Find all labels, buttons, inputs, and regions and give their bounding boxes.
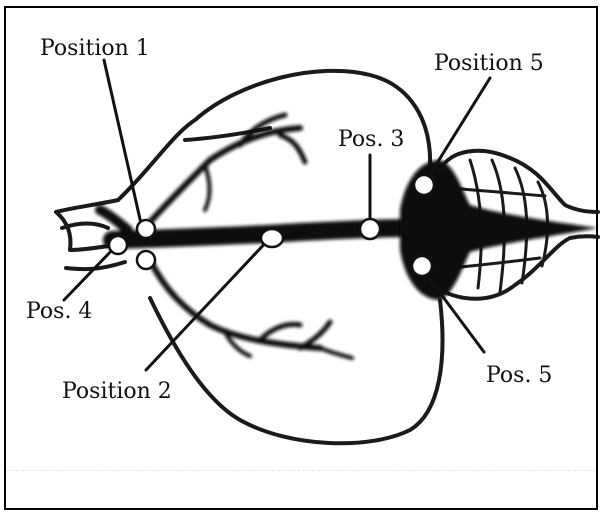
marker-pos-3 [360,219,380,239]
marker-position-5-top [414,175,434,195]
label-position-1: Position 1 [40,36,150,61]
callout-position-5-top [424,78,490,184]
upper-twig [280,135,305,162]
upper-twig [205,165,210,210]
marker-position-1-lower [137,251,155,269]
label-pos-4: Pos. 4 [26,299,92,324]
label-position-2: Position 2 [62,379,172,404]
label-pos-3: Pos. 3 [338,127,404,152]
lower-twig [320,348,352,358]
callout-pos-4 [64,246,116,300]
label-position-5-top: Position 5 [434,51,544,76]
marker-position-2 [261,229,283,247]
marker-position-5-bottom [412,256,432,276]
label-pos-5-bottom: Pos. 5 [486,363,552,388]
segment-stripe [452,188,545,196]
lower-twig [260,324,300,340]
lower-twig [300,322,330,348]
callout-position-2 [146,238,270,370]
marker-pos-4 [109,236,127,254]
marker-position-1-upper [137,220,155,238]
